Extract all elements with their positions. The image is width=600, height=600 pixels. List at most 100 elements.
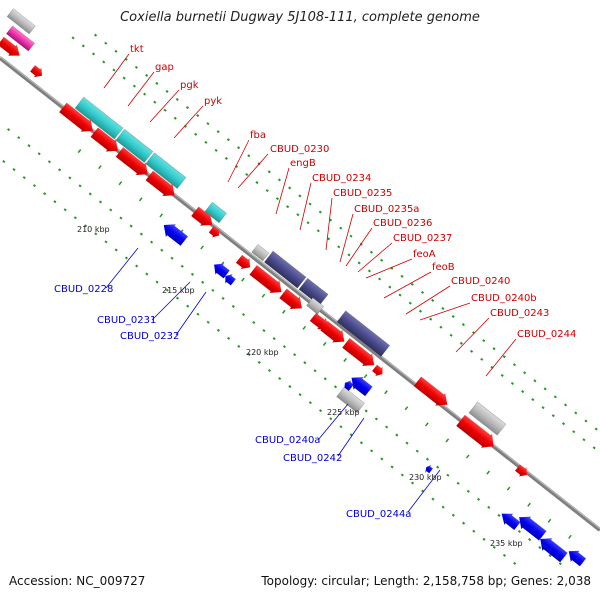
feature-tkt-box[interactable] bbox=[74, 96, 124, 140]
feature-cbud-0237[interactable] bbox=[319, 319, 349, 348]
gene-label-tkt[interactable]: tkt bbox=[130, 44, 144, 55]
tick-label-230: 230 kbp bbox=[409, 473, 442, 482]
gene-label-feoa[interactable]: feoA bbox=[413, 249, 436, 260]
feature-cbud-0235a[interactable] bbox=[306, 297, 325, 315]
gene-label-cbud-0235a[interactable]: CBUD_0235a bbox=[354, 204, 419, 215]
feature-cbud-0240a[interactable] bbox=[341, 378, 355, 392]
gc-mark bbox=[517, 529, 521, 534]
feature-pgk[interactable] bbox=[115, 146, 153, 181]
gc-mark bbox=[357, 261, 361, 265]
feature-blue-end-1[interactable] bbox=[497, 508, 521, 531]
scale-tick bbox=[384, 390, 388, 395]
gc-mark bbox=[155, 81, 159, 85]
gc-mark bbox=[12, 168, 16, 172]
feature-cbud-0242[interactable] bbox=[336, 386, 365, 414]
gc-mark bbox=[37, 152, 41, 156]
gene-label-cbud-0237[interactable]: CBUD_0237 bbox=[393, 233, 452, 244]
gene-label-cbud-0240[interactable]: CBUD_0240 bbox=[451, 276, 510, 287]
gc-mark bbox=[431, 298, 435, 302]
feature-purple-2[interactable] bbox=[298, 277, 329, 306]
label-leader-line bbox=[455, 317, 490, 353]
gene-label-cbud-0244a[interactable]: CBUD_0244a bbox=[346, 509, 411, 520]
gene-label-cbud-0234[interactable]: CBUD_0234 bbox=[312, 173, 371, 184]
feature-cbud-0243[interactable] bbox=[455, 413, 499, 453]
gc-mark bbox=[472, 529, 476, 533]
feature-grey-edge[interactable] bbox=[6, 8, 36, 35]
feature-cbud-0228[interactable] bbox=[159, 219, 189, 248]
feature-purple-1[interactable] bbox=[263, 250, 307, 289]
gene-label-cbud-0230[interactable]: CBUD_0230 bbox=[270, 144, 329, 155]
feature-blue-end-4[interactable] bbox=[564, 546, 587, 568]
gc-mark bbox=[272, 337, 276, 341]
gc-mark bbox=[186, 304, 190, 308]
gene-label-cbud-0244[interactable]: CBUD_0244 bbox=[517, 329, 576, 340]
label-leader-line bbox=[405, 285, 451, 315]
gene-label-feob[interactable]: feoB bbox=[432, 262, 455, 273]
gc-mark bbox=[451, 314, 455, 319]
feature-blue-end-3[interactable] bbox=[535, 533, 568, 564]
gc-mark bbox=[245, 172, 249, 177]
feature-cbud-0232[interactable] bbox=[222, 271, 237, 287]
gc-mark bbox=[145, 73, 149, 77]
feature-cbud-0234[interactable] bbox=[248, 264, 286, 299]
feature-feob[interactable] bbox=[341, 337, 379, 372]
feature-red-small-0[interactable] bbox=[29, 64, 46, 81]
gene-label-cbud-0235[interactable]: CBUD_0235 bbox=[333, 188, 392, 199]
feature-cbud-0231[interactable] bbox=[210, 259, 231, 280]
feature-tkt[interactable] bbox=[58, 101, 98, 137]
feature-blue-end-2[interactable] bbox=[514, 511, 547, 542]
gc-mark bbox=[429, 317, 433, 321]
gene-label-cbud-0242[interactable]: CBUD_0242 bbox=[283, 453, 342, 464]
feature-gap-box[interactable] bbox=[115, 128, 154, 163]
feature-pgk-box[interactable] bbox=[145, 152, 187, 189]
feature-engb[interactable] bbox=[235, 253, 255, 273]
gene-label-cbud-0243[interactable]: CBUD_0243 bbox=[490, 308, 549, 319]
gene-label-gap[interactable]: gap bbox=[155, 62, 174, 73]
gc-mark bbox=[160, 248, 164, 252]
feature-fba-box[interactable] bbox=[204, 201, 227, 224]
feature-cbud-0236[interactable] bbox=[309, 311, 333, 334]
scale-ticks bbox=[77, 149, 572, 539]
gene-label-cbud-0236[interactable]: CBUD_0236 bbox=[373, 218, 432, 229]
gc-mark bbox=[267, 368, 272, 373]
gene-label-engb[interactable]: engB bbox=[290, 158, 316, 169]
gene-label-cbud-0240a[interactable]: CBUD_0240a bbox=[255, 435, 320, 446]
label-leader-line bbox=[127, 71, 155, 107]
gc-mark bbox=[441, 306, 445, 311]
scale-tick bbox=[200, 245, 204, 250]
gc-mark bbox=[548, 554, 552, 558]
gc-mark bbox=[563, 403, 568, 407]
gc-mark bbox=[298, 194, 302, 198]
gc-mark bbox=[512, 363, 517, 367]
feature-pyk[interactable] bbox=[144, 169, 179, 201]
gc-mark bbox=[112, 68, 116, 72]
scale-tick bbox=[425, 422, 429, 427]
gene-label-cbud-0240b[interactable]: CBUD_0240b bbox=[471, 293, 537, 304]
feature-feoa[interactable] bbox=[371, 363, 386, 379]
gc-mark bbox=[551, 414, 555, 418]
gene-label-cbud-0232[interactable]: CBUD_0232 bbox=[120, 331, 179, 342]
gc-mark bbox=[395, 433, 399, 437]
feature-engb-box[interactable] bbox=[251, 243, 270, 262]
feature-red-edge[interactable] bbox=[0, 35, 24, 61]
feature-feob-box[interactable] bbox=[336, 310, 391, 357]
feature-cbud-0240b-rev[interactable] bbox=[347, 372, 374, 398]
gc-mark bbox=[216, 130, 220, 134]
gene-label-fba[interactable]: fba bbox=[250, 130, 266, 141]
feature-fba[interactable] bbox=[190, 205, 217, 231]
feature-pink-1[interactable] bbox=[5, 25, 35, 52]
feature-cbud-0240[interactable] bbox=[413, 375, 453, 411]
gene-label-cbud-0228[interactable]: CBUD_0228 bbox=[54, 284, 113, 295]
gene-label-pyk[interactable]: pyk bbox=[204, 96, 222, 107]
gene-label-pgk[interactable]: pgk bbox=[180, 80, 199, 91]
feature-gap[interactable] bbox=[89, 126, 122, 157]
feature-cbud-0235[interactable] bbox=[278, 287, 307, 314]
label-leader-line bbox=[227, 139, 250, 183]
feature-cbud-0230[interactable] bbox=[208, 225, 223, 241]
label-leader-line bbox=[345, 227, 373, 267]
gene-label-cbud-0231[interactable]: CBUD_0231 bbox=[97, 315, 156, 326]
feature-cbud-0244[interactable] bbox=[514, 463, 531, 480]
gc-mark bbox=[466, 489, 470, 493]
feature-cbud-0244a[interactable] bbox=[423, 463, 434, 475]
feature-cbud-0243-box[interactable] bbox=[468, 401, 507, 436]
